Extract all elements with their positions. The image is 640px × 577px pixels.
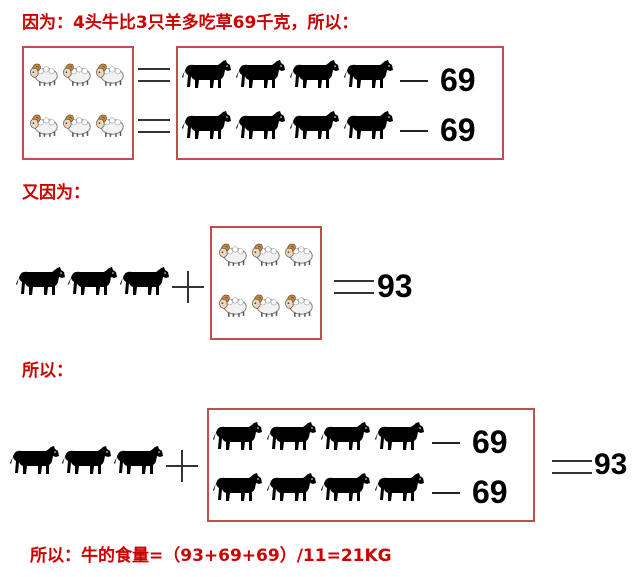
sheep-icon (60, 111, 93, 139)
sheep-icon (249, 291, 282, 319)
cow-row (182, 109, 394, 141)
cow-icon (290, 58, 340, 90)
cow-icon (375, 420, 425, 452)
plus-bar (187, 271, 189, 303)
equals-sign (138, 119, 170, 121)
sheep-icon (27, 60, 60, 88)
sheep-row (216, 291, 315, 319)
sheep-icon (282, 291, 315, 319)
cow-box-1 (176, 46, 504, 160)
cow-row (10, 444, 164, 476)
cow-icon (344, 109, 394, 141)
sheep-icon (60, 60, 93, 88)
cow-row (213, 420, 425, 452)
cow-box-2 (207, 408, 535, 522)
cow-row (213, 471, 425, 503)
cow-icon (236, 58, 286, 90)
cow-icon (114, 444, 164, 476)
equals-bar (552, 472, 592, 474)
minus-sign (400, 130, 428, 132)
statement-1: 因为：4头牛比3只羊多吃草69千克，所以： (22, 13, 359, 33)
cow-row (182, 58, 394, 90)
minus-sign (432, 492, 460, 494)
cow-row (16, 265, 170, 297)
equals-sign (138, 68, 170, 70)
sheep-icon (27, 111, 60, 139)
cow-icon (344, 58, 394, 90)
value-93: 93 (594, 448, 628, 481)
cow-icon (321, 471, 371, 503)
cow-icon (182, 58, 232, 90)
sheep-icon (93, 60, 126, 88)
equals-sign (552, 460, 592, 462)
sheep-icon (216, 291, 249, 319)
sheep-box-2 (210, 226, 322, 340)
equals-bar (334, 292, 374, 294)
plus-bar (181, 450, 183, 482)
cow-icon (10, 444, 60, 476)
cow-icon (236, 109, 286, 141)
sheep-row (27, 111, 126, 139)
cow-icon (267, 471, 317, 503)
value-69: 69 (440, 62, 476, 98)
sheep-icon (93, 111, 126, 139)
result-formula: 所以：牛的食量=（93+69+69）/11=21KG (30, 546, 392, 566)
cow-icon (321, 420, 371, 452)
minus-sign (400, 80, 428, 82)
cow-icon (375, 471, 425, 503)
statement-2: 又因为： (22, 183, 90, 203)
equals-bar (138, 131, 170, 133)
equals-bar (138, 80, 170, 82)
value-69: 69 (440, 112, 476, 148)
cow-icon (267, 420, 317, 452)
sheep-box-1 (22, 46, 134, 160)
sheep-row (27, 60, 126, 88)
equals-sign (334, 280, 374, 282)
cow-icon (68, 265, 118, 297)
cow-icon (290, 109, 340, 141)
minus-sign (432, 442, 460, 444)
cow-icon (62, 444, 112, 476)
cow-icon (213, 420, 263, 452)
sheep-icon (249, 240, 282, 268)
sheep-icon (216, 240, 249, 268)
value-69: 69 (472, 424, 508, 460)
sheep-icon (282, 240, 315, 268)
cow-icon (213, 471, 263, 503)
statement-3: 所以： (22, 361, 73, 381)
value-69: 69 (472, 474, 508, 510)
cow-icon (182, 109, 232, 141)
value-93: 93 (377, 268, 413, 304)
sheep-row (216, 240, 315, 268)
cow-icon (120, 265, 170, 297)
cow-icon (16, 265, 66, 297)
